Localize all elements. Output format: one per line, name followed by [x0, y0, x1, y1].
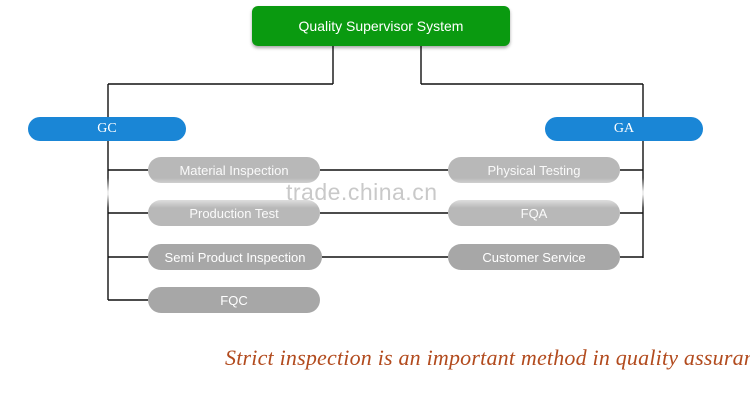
group-node-gc: GC [28, 117, 186, 141]
slogan-text: Strict inspection is an important method… [225, 345, 750, 370]
group-node-ga: GA [545, 117, 703, 141]
watermark-text: trade.china.cn [286, 179, 438, 205]
root-node-quality-supervisor-system: Quality Supervisor System [252, 6, 510, 46]
node-customer-service: Customer Service [448, 244, 620, 270]
node-semi-product-inspection: Semi Product Inspection [148, 244, 322, 270]
node-fqc: FQC [148, 287, 320, 313]
watermark-band [100, 178, 650, 208]
